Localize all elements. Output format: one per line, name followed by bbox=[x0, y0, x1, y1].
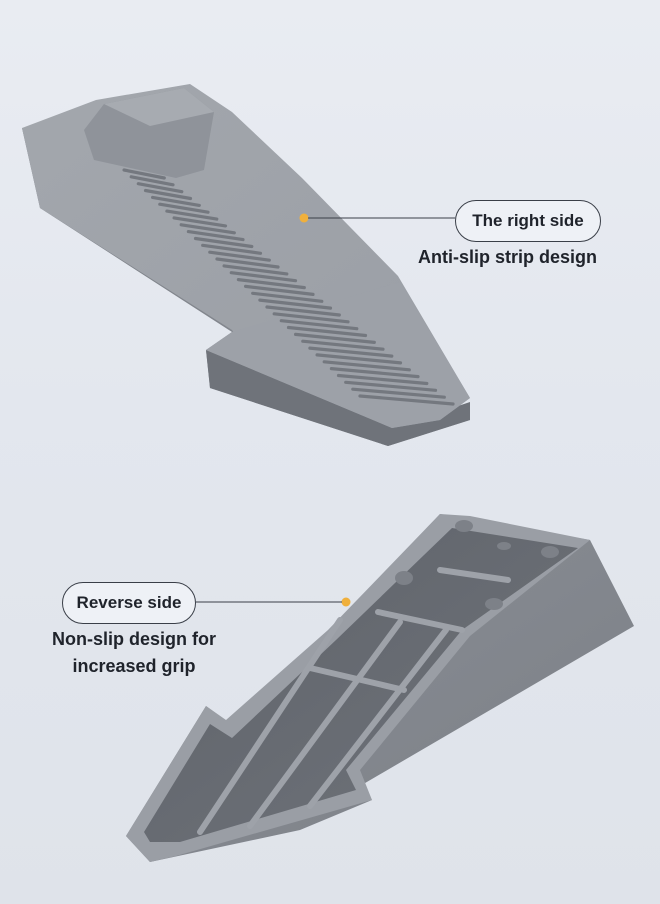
ridge bbox=[229, 271, 298, 283]
callout-right-side-description: Anti-slip strip design bbox=[418, 247, 598, 267]
ridge bbox=[215, 257, 280, 269]
stopper-grip-bump-highlight bbox=[104, 88, 214, 126]
callout-right-side-label: The right side bbox=[455, 200, 601, 242]
ridge bbox=[244, 284, 315, 296]
reverse-description-line-2: increased grip bbox=[72, 656, 196, 676]
leader-dot-bottom bbox=[341, 597, 351, 607]
ridge bbox=[208, 250, 271, 262]
ridge bbox=[336, 373, 429, 386]
ridge bbox=[165, 209, 219, 221]
ridge bbox=[258, 298, 333, 310]
ridge bbox=[294, 332, 376, 344]
callout-reverse-side-label: Reverse side bbox=[62, 582, 196, 624]
ridge bbox=[329, 367, 420, 379]
ridge bbox=[222, 264, 289, 276]
ridge bbox=[193, 236, 254, 249]
ridge bbox=[322, 360, 411, 372]
ridge bbox=[129, 175, 175, 187]
reverse-holes bbox=[395, 520, 559, 610]
ridge bbox=[172, 216, 228, 228]
ridge bbox=[236, 278, 306, 290]
ridge bbox=[201, 243, 263, 255]
ridge bbox=[136, 182, 184, 194]
ridge bbox=[151, 195, 201, 207]
reverse-hollow-interior bbox=[144, 528, 578, 842]
ridge bbox=[143, 188, 193, 201]
stopper-arrowhead-face bbox=[206, 282, 470, 428]
reverse-description-line-1: Non-slip design for bbox=[52, 629, 216, 649]
door-stopper-top-view bbox=[22, 84, 470, 446]
ridge bbox=[358, 394, 455, 406]
ridge bbox=[186, 230, 245, 242]
ridge bbox=[179, 223, 236, 235]
ridge bbox=[351, 387, 446, 399]
ridge bbox=[158, 202, 210, 214]
reverse-ribs bbox=[197, 567, 511, 835]
callout-reverse-side-description: Non-slip design for increased grip bbox=[34, 626, 234, 680]
ridge bbox=[251, 291, 324, 303]
ridge bbox=[315, 353, 403, 365]
ridge bbox=[344, 380, 438, 392]
stopper-bottom-edge bbox=[206, 350, 470, 446]
ridge bbox=[286, 325, 368, 338]
ridge bbox=[272, 312, 350, 324]
ridge bbox=[122, 168, 166, 180]
leader-dot-top bbox=[299, 213, 309, 223]
ridge bbox=[279, 319, 359, 331]
door-stopper-reverse-view bbox=[126, 514, 634, 862]
anti-slip-ridges bbox=[122, 168, 455, 406]
ridge bbox=[301, 339, 385, 351]
ridge bbox=[265, 305, 341, 317]
ridge bbox=[308, 346, 394, 358]
